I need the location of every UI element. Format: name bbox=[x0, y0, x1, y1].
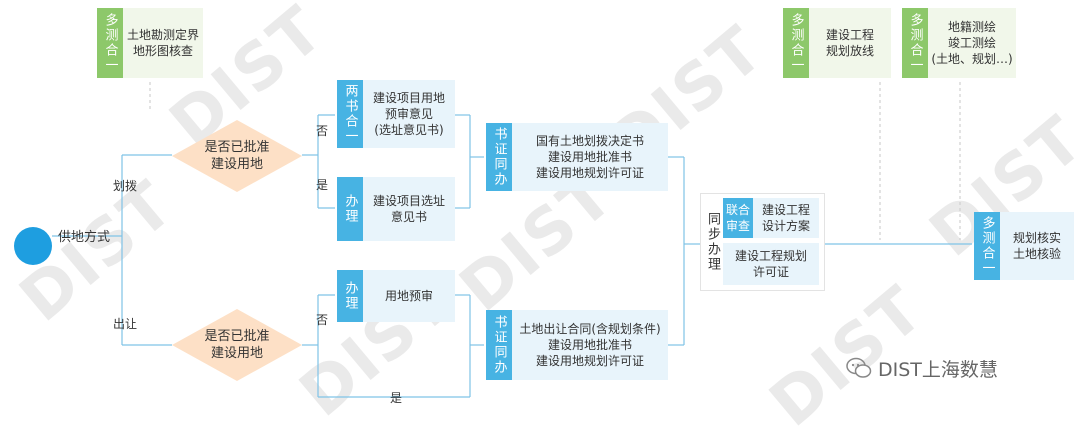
survey-box-setting-out: 建设工程 规划放线 bbox=[809, 8, 891, 78]
preliminary-review-box: 建设项目用地 预审意见 (选址意见书) bbox=[363, 80, 455, 148]
planning-permit-box: 建设工程规划 许可证 bbox=[723, 243, 819, 285]
survey-tag: 多测合一 bbox=[97, 8, 123, 78]
edge-label-no: 否 bbox=[316, 124, 329, 138]
process-tag: 办理 bbox=[337, 270, 363, 322]
start-node bbox=[14, 227, 52, 265]
allocation-cert-box: 国有土地划拨决定书 建设用地批准书 建设用地规划许可证 bbox=[512, 123, 668, 191]
decision-diamond bbox=[172, 309, 302, 381]
land-pre-review-box: 用地预审 bbox=[363, 270, 455, 322]
survey-box-cadastral: 地籍测绘 竣工测绘 (土地、规划…) bbox=[928, 8, 1016, 78]
cert-tag: 书证同办 bbox=[486, 310, 512, 380]
branch-label-transfer: 出让 bbox=[113, 317, 138, 331]
survey-tag: 多测合一 bbox=[902, 8, 928, 78]
decision-label: 是否已批准 建设用地 bbox=[204, 329, 270, 361]
cert-tag: 书证同办 bbox=[486, 123, 512, 191]
connector-lines bbox=[52, 82, 972, 398]
edge-label-no: 否 bbox=[316, 313, 329, 327]
decision-diamond bbox=[172, 120, 302, 192]
wechat-icon bbox=[846, 357, 872, 378]
sync-tag: 同步办理 bbox=[705, 212, 720, 272]
survey-box-verification: 规划核实 土地核验 bbox=[1000, 212, 1074, 280]
process-tag: 办理 bbox=[337, 177, 363, 241]
transfer-contract-box: 土地出让合同(含规划条件) 建设用地批准书 建设用地规划许可证 bbox=[512, 310, 668, 380]
branch-label-allocated: 划拨 bbox=[113, 179, 138, 193]
survey-box-land-boundary: 土地勘测定界 地形图核查 bbox=[123, 8, 203, 78]
design-scheme-box: 建设工程 设计方案 bbox=[753, 198, 819, 238]
brand-text: DIST上海数慧 bbox=[878, 359, 998, 381]
start-label: 供地方式 bbox=[58, 230, 111, 245]
decision-label: 是否已批准 建设用地 bbox=[204, 140, 270, 172]
edge-label-yes: 是 bbox=[316, 178, 329, 192]
site-selection-box: 建设项目选址 意见书 bbox=[363, 177, 455, 241]
two-books-tag: 两书合一 bbox=[337, 80, 363, 148]
edge-label-yes: 是 bbox=[390, 391, 403, 405]
survey-tag: 多测合一 bbox=[783, 8, 809, 78]
survey-tag: 多测合一 bbox=[974, 212, 1000, 280]
joint-review-tag: 联合审查 bbox=[723, 198, 753, 238]
